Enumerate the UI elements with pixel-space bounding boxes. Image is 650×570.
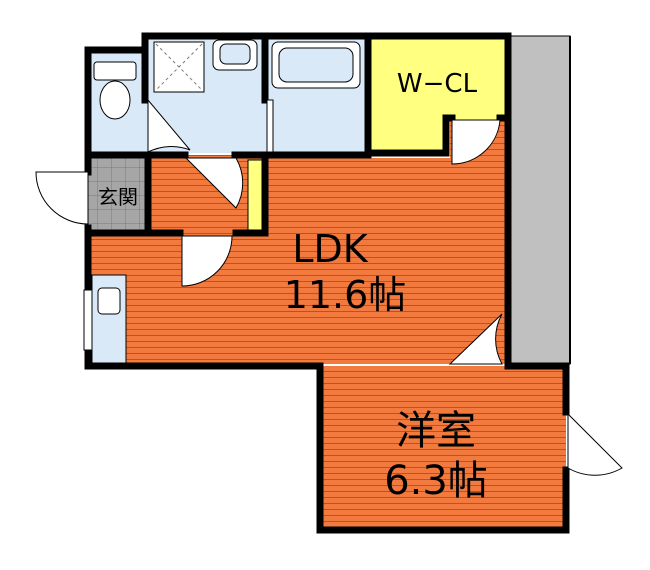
ldk-size-label: 11.6帖 xyxy=(284,273,407,317)
ldk-floor xyxy=(88,120,506,364)
doors xyxy=(35,98,623,476)
western-room-floor xyxy=(320,366,566,530)
closet-door xyxy=(451,119,501,165)
toilet-door xyxy=(147,98,191,153)
front-door xyxy=(35,171,89,225)
walls xyxy=(84,32,570,534)
wash-basin-bowl xyxy=(219,43,251,65)
entrance-label: 玄関 xyxy=(98,185,138,209)
western-room-name-label: 洋室 xyxy=(396,408,476,454)
bath-door xyxy=(266,99,274,153)
ldk-name-label: LDK xyxy=(292,227,368,271)
washroom-door xyxy=(184,157,244,209)
balcony-door xyxy=(567,412,623,476)
toilet-tank-icon xyxy=(93,61,137,81)
western-room-size-label: 6.3帖 xyxy=(384,458,488,504)
balcony xyxy=(507,35,571,365)
entrance-area xyxy=(88,155,148,233)
bathtub-basin xyxy=(278,47,354,83)
kitchen-window xyxy=(83,289,93,351)
closet-label: W−CL xyxy=(397,69,478,99)
toilet-bowl-icon xyxy=(99,80,131,120)
western-room-door xyxy=(448,313,503,365)
shoe-cabinet xyxy=(247,159,263,233)
shower-pan-diagonal xyxy=(155,43,203,91)
kitchen-sink-icon xyxy=(97,287,121,315)
ldk-door xyxy=(181,235,233,287)
